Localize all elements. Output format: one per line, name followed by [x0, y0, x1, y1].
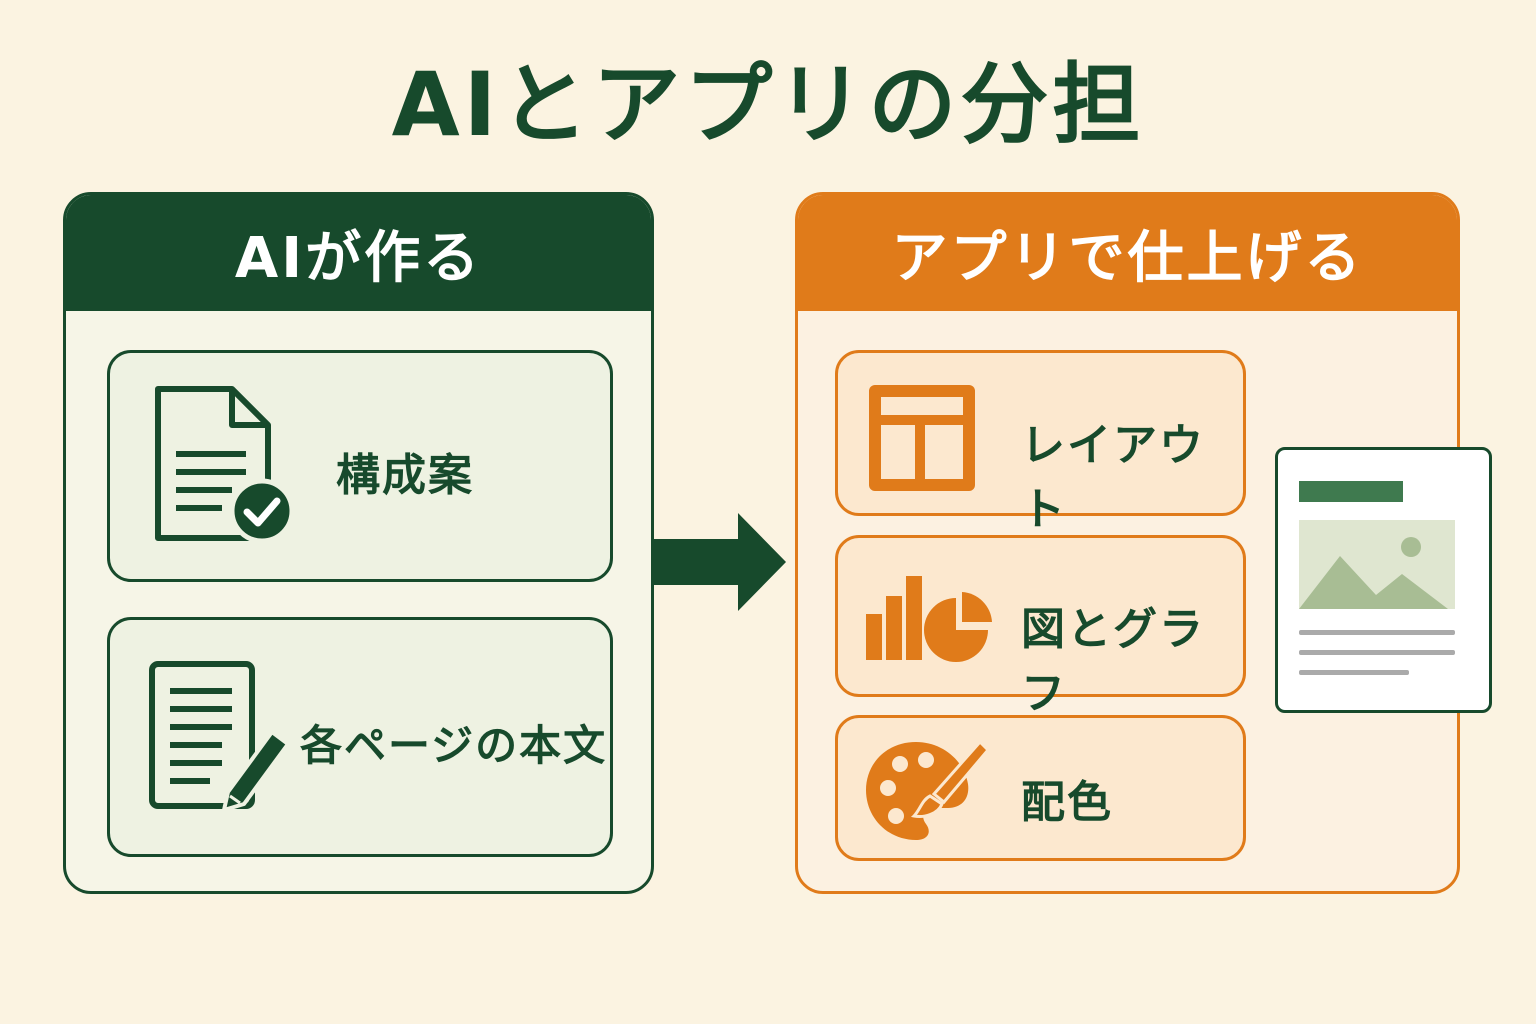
card-charts-label: 図とグラフ: [1021, 604, 1205, 719]
arrow-right-icon: [652, 513, 790, 615]
app-panel-header: アプリで仕上げる: [798, 195, 1457, 311]
ai-panel-header: AIが作る: [66, 195, 651, 311]
card-body-text-label: 各ページの本文: [300, 721, 608, 770]
card-body-text: 各ページの本文: [107, 617, 613, 857]
card-outline-label: 構成案: [336, 450, 474, 501]
chart-icon: [864, 570, 994, 666]
card-charts: 図とグラフ: [835, 535, 1246, 719]
palette-icon: [862, 736, 992, 850]
card-layout: レイアウト: [835, 350, 1246, 535]
page-title: AIとアプリの分担: [391, 53, 1145, 156]
document-check-icon: [150, 381, 300, 555]
card-layout-label: レイアウト: [1021, 420, 1205, 535]
app-panel: アプリで仕上げる レイアウト: [795, 192, 1460, 894]
ai-panel: AIが作る 構成案: [63, 192, 654, 894]
card-outline: 構成案: [107, 350, 613, 582]
card-colors: 配色: [835, 715, 1246, 861]
document-edit-icon: [146, 660, 296, 819]
layout-icon: [865, 381, 979, 499]
page-preview-icon: [1275, 447, 1492, 713]
card-colors-label: 配色: [1021, 777, 1113, 828]
